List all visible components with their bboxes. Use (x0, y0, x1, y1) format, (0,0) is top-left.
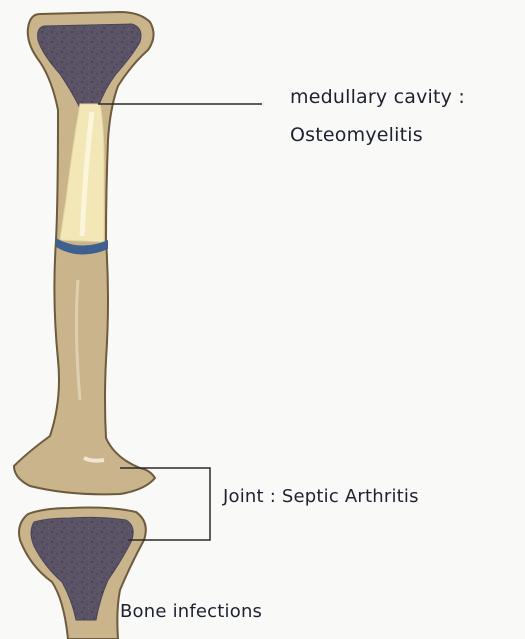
medullary-cavity-label: medullary cavity : (290, 86, 465, 108)
osteomyelitis-label: Osteomyelitis (290, 124, 423, 146)
joint-septic-arthritis-label: Joint : Septic Arthritis (223, 486, 419, 507)
diagram-title: Bone infections (120, 601, 262, 622)
